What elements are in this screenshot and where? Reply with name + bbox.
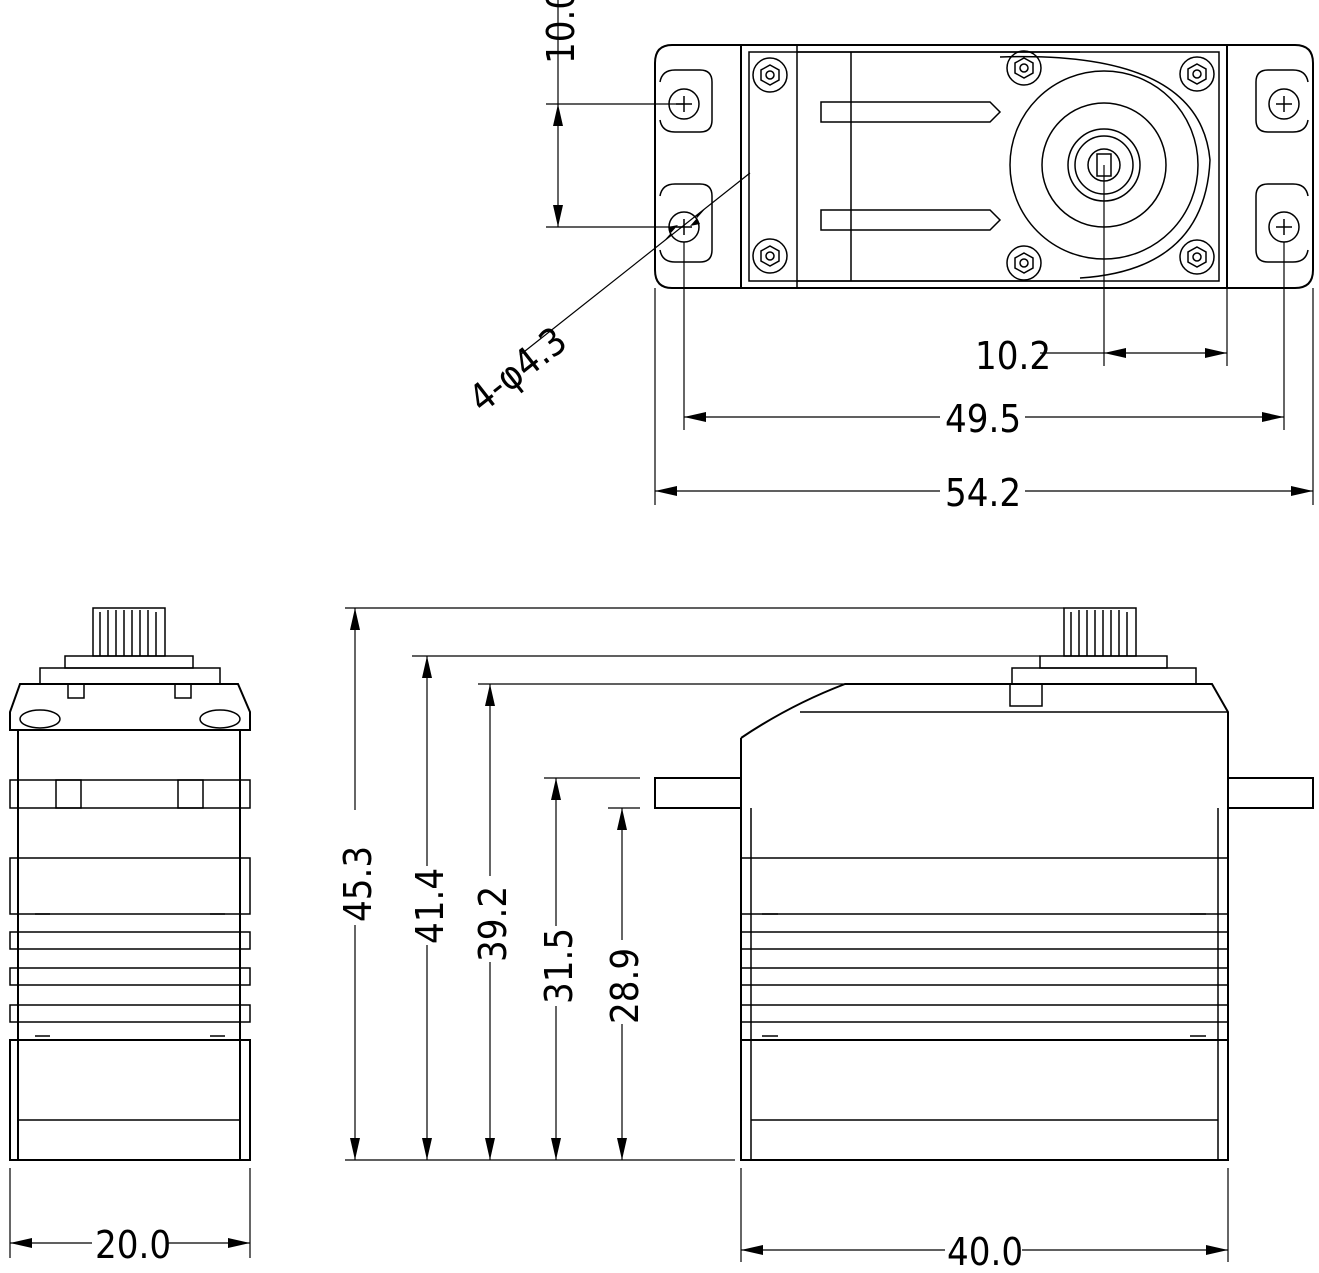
dim-label-case-length: 40.0 <box>947 1230 1023 1273</box>
dim-label-hole-span: 49.5 <box>945 397 1021 441</box>
dim-label-height-to-case-top: 39.2 <box>471 886 515 962</box>
case-screw <box>1006 245 1042 281</box>
dim-hole-spec: 4-φ4.3 <box>460 172 751 421</box>
dim-hole-span: 49.5 <box>684 397 1284 441</box>
dim-output-shaft-offset: 10.2 <box>975 334 1227 378</box>
dim-label-output-shaft-offset: 10.2 <box>975 334 1051 378</box>
dim-label-top-mount-spacing: 10.0 <box>539 0 583 64</box>
dim-label-hole-spec: 4-φ4.3 <box>460 318 575 421</box>
dim-top-mount-spacing: 10.0 <box>539 0 684 228</box>
case-screw <box>1179 56 1215 92</box>
mounting-hole-top-right <box>1268 88 1300 120</box>
mounting-hole-bottom-right <box>1268 211 1300 243</box>
dim-label-total-height: 45.3 <box>336 846 380 922</box>
dim-height-to-flange-top: 31.5 <box>537 778 581 1160</box>
top-view: 10.0 4-φ4.3 10.2 49.5 <box>460 0 1314 515</box>
dim-label-height-to-flange-bottom: 28.9 <box>603 948 647 1024</box>
case-screw <box>752 238 788 274</box>
dim-label-width: 20.0 <box>95 1223 171 1267</box>
dim-label-height-to-flange-top: 31.5 <box>537 928 581 1004</box>
dim-label-height-to-horn-base: 41.4 <box>408 868 452 944</box>
dim-height-to-flange-bottom: 28.9 <box>603 808 647 1160</box>
dim-height-to-horn-base: 41.4 <box>408 656 452 1160</box>
dim-height-to-case-top: 39.2 <box>471 684 515 1160</box>
dim-case-length: 40.0 <box>740 1168 1229 1273</box>
side-view: 45.3 41.4 39.2 31.5 <box>336 607 1314 1273</box>
case-screw <box>1006 50 1042 86</box>
dim-label-overall-length: 54.2 <box>945 471 1021 515</box>
dim-total-height: 45.3 <box>336 608 380 1160</box>
case-screw <box>752 57 788 93</box>
case-screw <box>1179 239 1215 275</box>
end-view: 20.0 <box>9 607 251 1267</box>
dim-overall-length: 54.2 <box>655 471 1313 515</box>
dim-width: 20.0 <box>9 1168 251 1267</box>
